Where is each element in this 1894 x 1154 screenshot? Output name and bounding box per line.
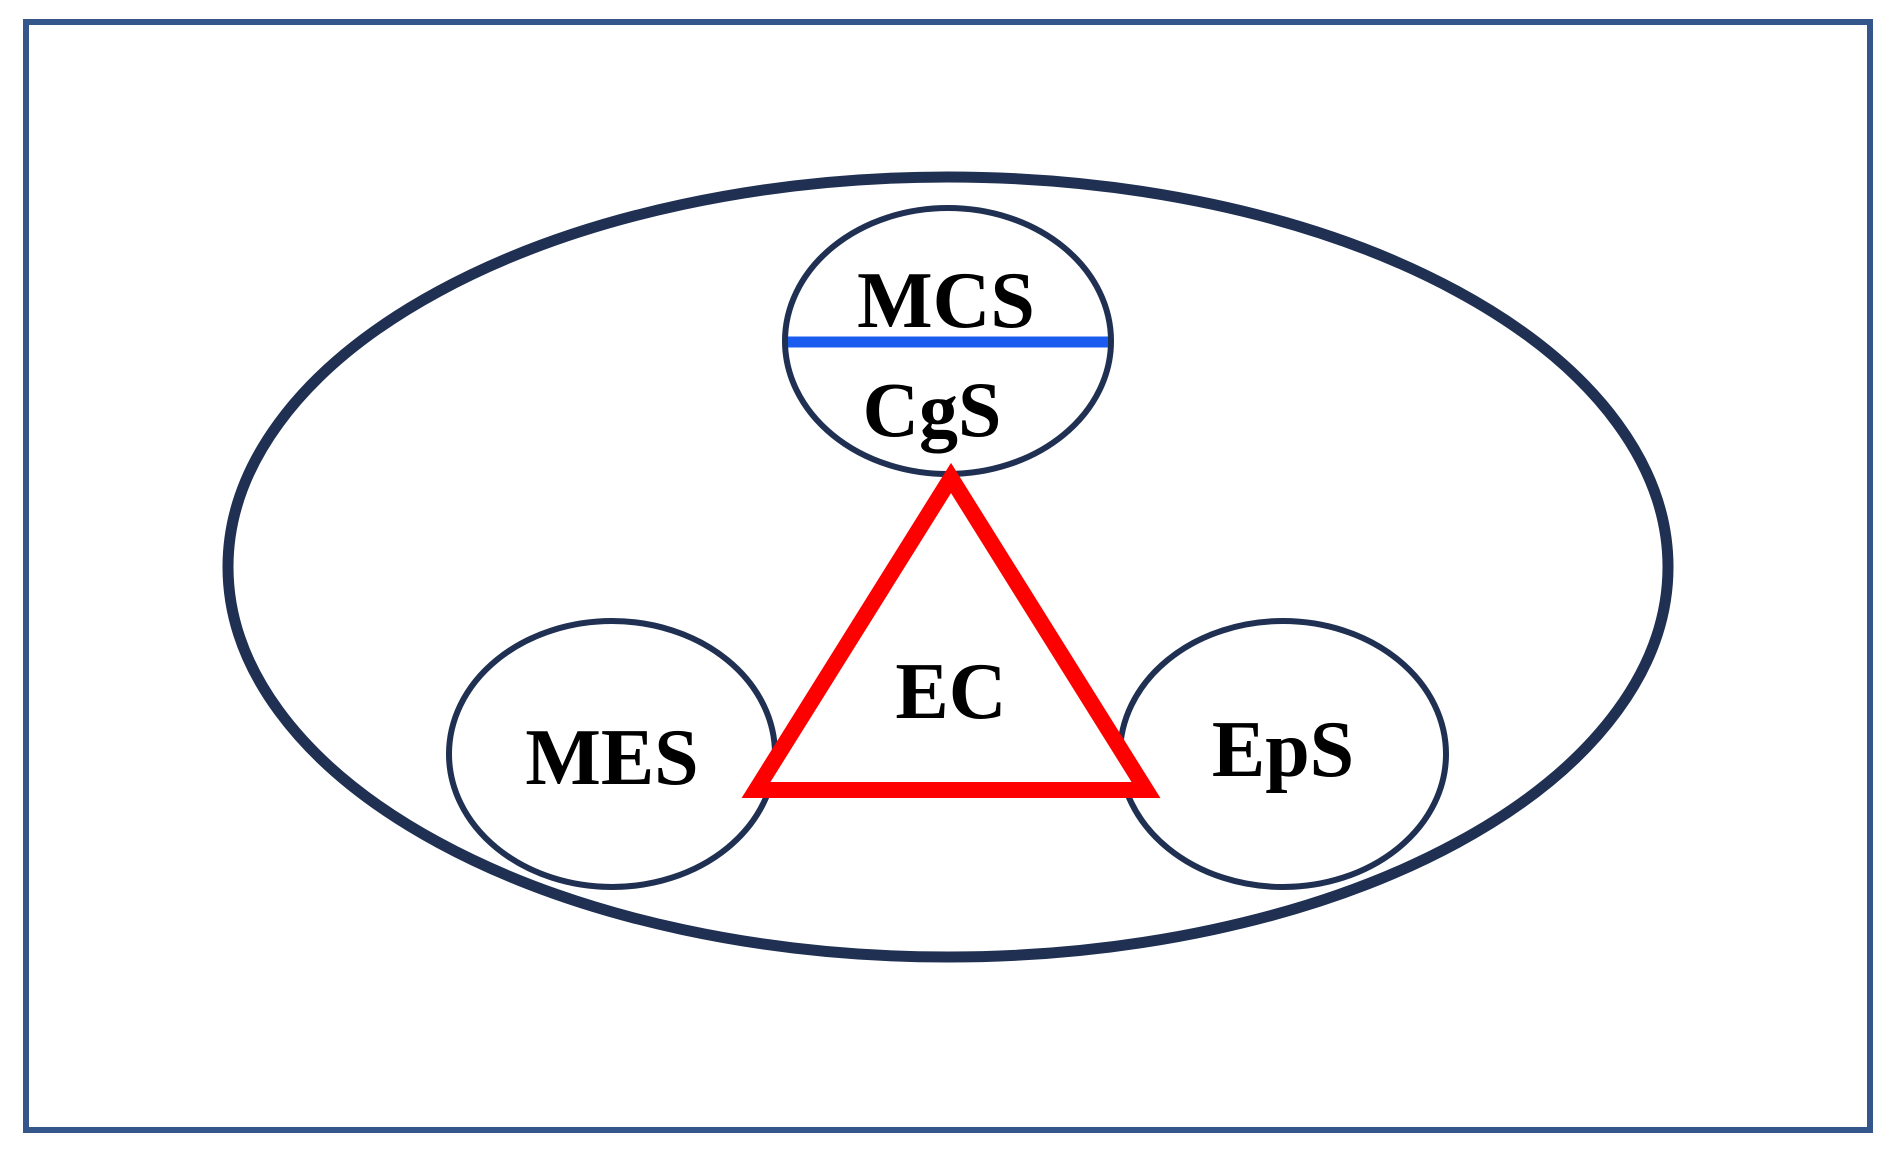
mcs-label: MCS [857, 257, 1035, 345]
eps-label: EpS [1212, 706, 1354, 794]
ec-label: EC [895, 648, 1006, 736]
mes-label: MES [525, 714, 698, 802]
cgs-label: CgS [863, 366, 1002, 453]
ec-triangle [741, 462, 1161, 798]
outer-ellipse [222, 171, 1674, 963]
